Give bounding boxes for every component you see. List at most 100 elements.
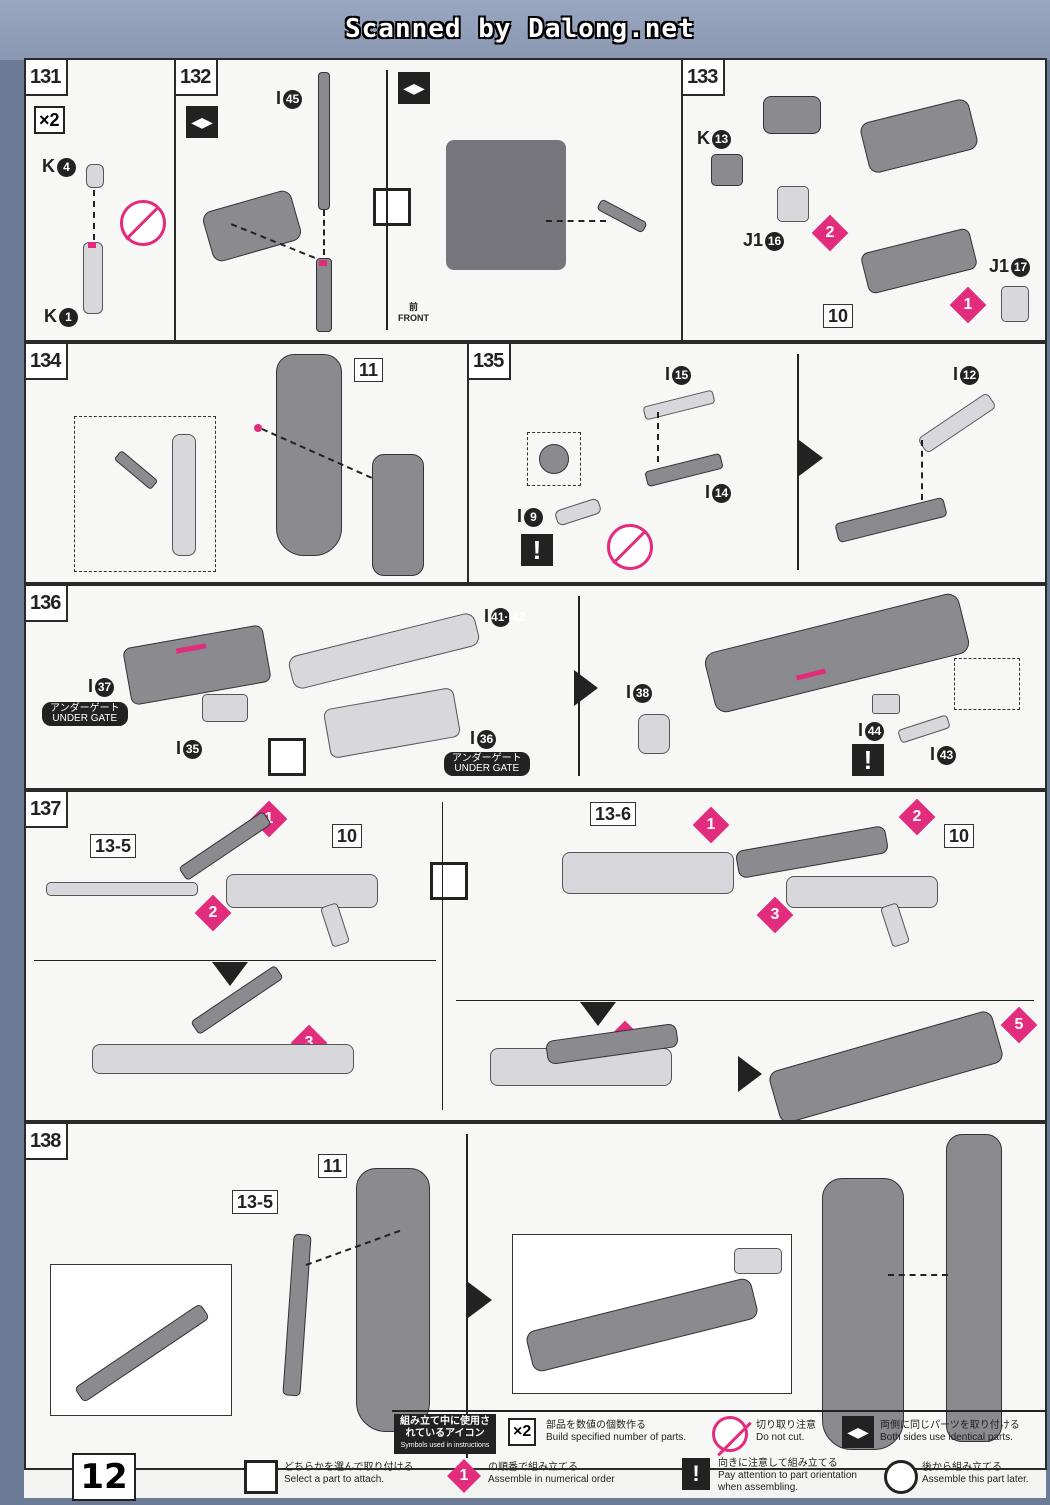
beam-gun [46,882,198,896]
detail-inset [74,416,216,572]
assembled-beam-gun [834,496,948,544]
rifle-top [858,97,980,175]
choice-icon [244,1460,278,1494]
step-number: 131 [26,60,69,96]
order-2-icon: 2 [811,214,849,252]
long-barrel [734,825,890,879]
separator [34,960,436,961]
page-number: 12 [72,1453,136,1501]
part-k13 [711,154,743,186]
gun-housing [122,624,272,706]
no-cut-icon [120,200,166,246]
mirror-icon: ◀▶ [842,1416,874,1448]
part-k4 [86,164,104,188]
step-13-8: 138 11 13-5 [24,1122,1047,1470]
order-2-icon: 2 [898,798,936,836]
assembled-gun [92,1044,354,1074]
long-barrel [286,611,482,691]
separator [456,1000,1034,1001]
ref-box-11: 11 [354,358,384,382]
next-arrow [574,670,598,706]
pink-marker [319,260,327,266]
ref-box-11: 11 [318,1154,348,1178]
part-j17 [1001,286,1029,322]
order-1-icon: 1 [692,806,730,844]
beam-saber-hilt [316,258,332,332]
shield-side [172,434,196,556]
next-arrow-down [580,1002,616,1026]
part-k1 [83,242,103,314]
part-i35 [202,694,248,722]
detail-inset [527,432,581,486]
step-13-7: 137 13-5 10 1 2 3 13-6 10 1 2 3 4 5 6 7 [24,790,1047,1122]
shield-with-gun [822,1178,904,1450]
assembly-guide [657,412,659,462]
no-cut-icon [607,524,653,570]
separator [466,1134,468,1458]
part-i9 [553,497,603,527]
multiply-icon: ×2 [508,1418,537,1446]
part-i44 [872,694,900,714]
warning-icon: ! [521,534,553,566]
rifle-body [786,876,938,908]
sight-unit [763,96,821,134]
separator [386,70,388,330]
assembly-guide [93,190,95,240]
stock-arm [178,810,272,882]
warning-icon: ! [852,744,884,776]
beam-gun-vertical [282,1233,312,1397]
rifle-housing [562,852,734,894]
next-arrow [738,1056,762,1092]
ref-box-13-5: 13-5 [232,1190,279,1214]
part-j16 [777,186,809,222]
order-1-icon: 1 [949,286,987,324]
detail-inset [954,658,1020,710]
part-i12 [917,392,997,454]
later-icon [884,1460,918,1494]
step-number: 138 [26,1124,69,1160]
forearm [372,454,424,576]
assembled-rifle [702,591,972,715]
later-icon [268,738,306,776]
order-5-icon: 5 [1000,1006,1038,1044]
ref-box-10: 10 [823,304,854,328]
assembly-guide [323,210,325,255]
mirror-icon: ◀▶ [186,106,218,138]
ref-box-10: 10 [332,824,363,848]
assembled-rifle [490,1048,672,1086]
rifle-grip [879,902,911,948]
choice-icon [373,188,411,226]
assembly-guide [888,1274,948,1276]
step-number: 136 [26,586,69,622]
final-rifle [767,1009,1005,1120]
body-ghost [446,140,566,270]
part-i15 [642,389,716,421]
next-arrow [799,440,823,476]
step-number: 132 [176,60,219,96]
mirror-icon: ◀▶ [398,72,430,104]
step-number: 135 [469,344,512,380]
saber-rack [200,188,304,264]
